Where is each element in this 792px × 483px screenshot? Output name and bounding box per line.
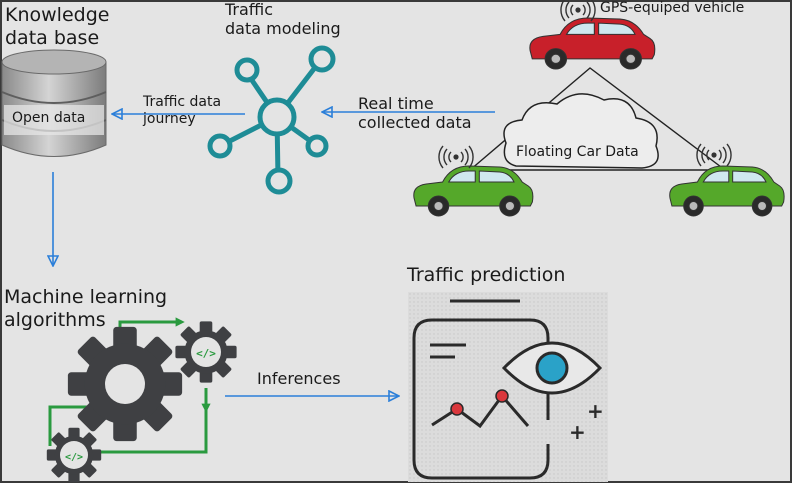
traffic-prediction-label: Traffic prediction <box>407 264 566 286</box>
inferences-label: Inferences <box>257 369 341 388</box>
network-icon <box>207 45 336 195</box>
traffic-journey-label: Traffic data journey <box>143 94 222 127</box>
database-icon <box>1 49 107 157</box>
eye-icon <box>501 341 603 395</box>
real-time-label: Real time collected data <box>358 94 472 132</box>
gear-icon <box>67 326 183 442</box>
gear-icon <box>46 427 102 483</box>
cloud-icon <box>503 93 659 169</box>
code-icon: </> <box>65 452 83 463</box>
machine-learning-label: Machine learning algorithms <box>4 286 168 331</box>
code-icon: </> <box>196 347 216 360</box>
svg-text:+: + <box>569 420 586 444</box>
open-data-label: Open data <box>12 110 86 126</box>
gear-icon <box>175 321 237 383</box>
floating-car-data-label: Floating Car Data <box>516 144 639 160</box>
gps-vehicle-label: GPS-equiped vehicle <box>600 0 745 16</box>
knowledge-base-label: Knowledge data base <box>5 4 110 49</box>
svg-text:+: + <box>587 399 604 423</box>
traffic-modeling-label: Traffic data modeling <box>225 0 341 38</box>
